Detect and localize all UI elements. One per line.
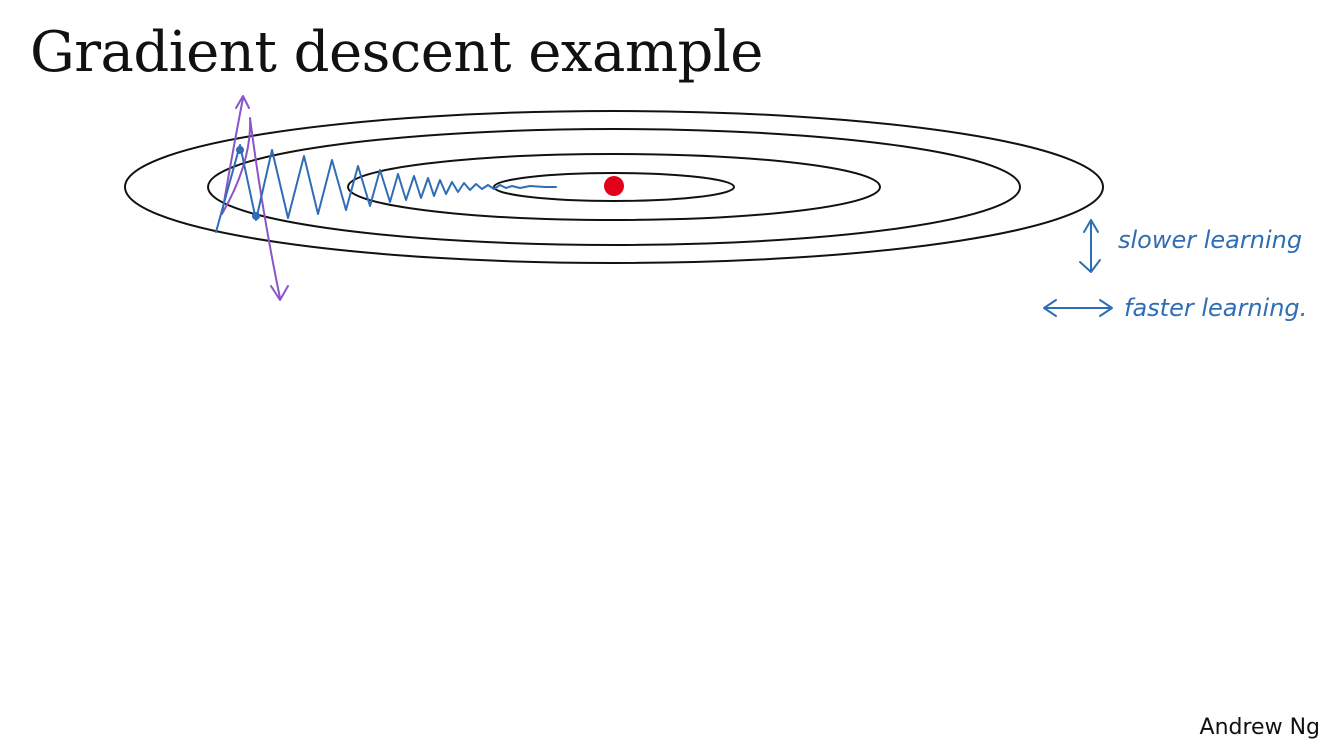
slide-title: Gradient descent example <box>30 20 763 85</box>
contour-ellipse-outer <box>124 110 1104 264</box>
contour-ellipse-3 <box>207 128 1021 246</box>
horizontal-double-arrow-icon <box>1043 299 1113 317</box>
vertical-double-arrow-icon <box>1079 219 1101 273</box>
vertical-annotation-label: slower learning <box>1118 226 1302 254</box>
oscillation-arrow <box>221 95 289 301</box>
contour-lines <box>124 110 1104 264</box>
vertical-annotation: slower learning <box>1079 219 1302 273</box>
step-dot <box>236 146 244 154</box>
author-credit: Andrew Ng <box>1199 715 1320 740</box>
minimum-point <box>604 176 624 196</box>
descent-path <box>215 144 557 233</box>
contour-ellipse-2 <box>347 153 881 221</box>
step-dot <box>252 212 260 220</box>
contour-ellipse-inner <box>493 172 735 202</box>
horizontal-annotation-label: faster learning. <box>1124 294 1307 322</box>
arrowhead-down-icon <box>270 285 289 301</box>
zigzag-path <box>215 144 557 233</box>
arrowhead-up-icon <box>235 95 250 109</box>
horizontal-annotation: faster learning. <box>1043 294 1307 322</box>
